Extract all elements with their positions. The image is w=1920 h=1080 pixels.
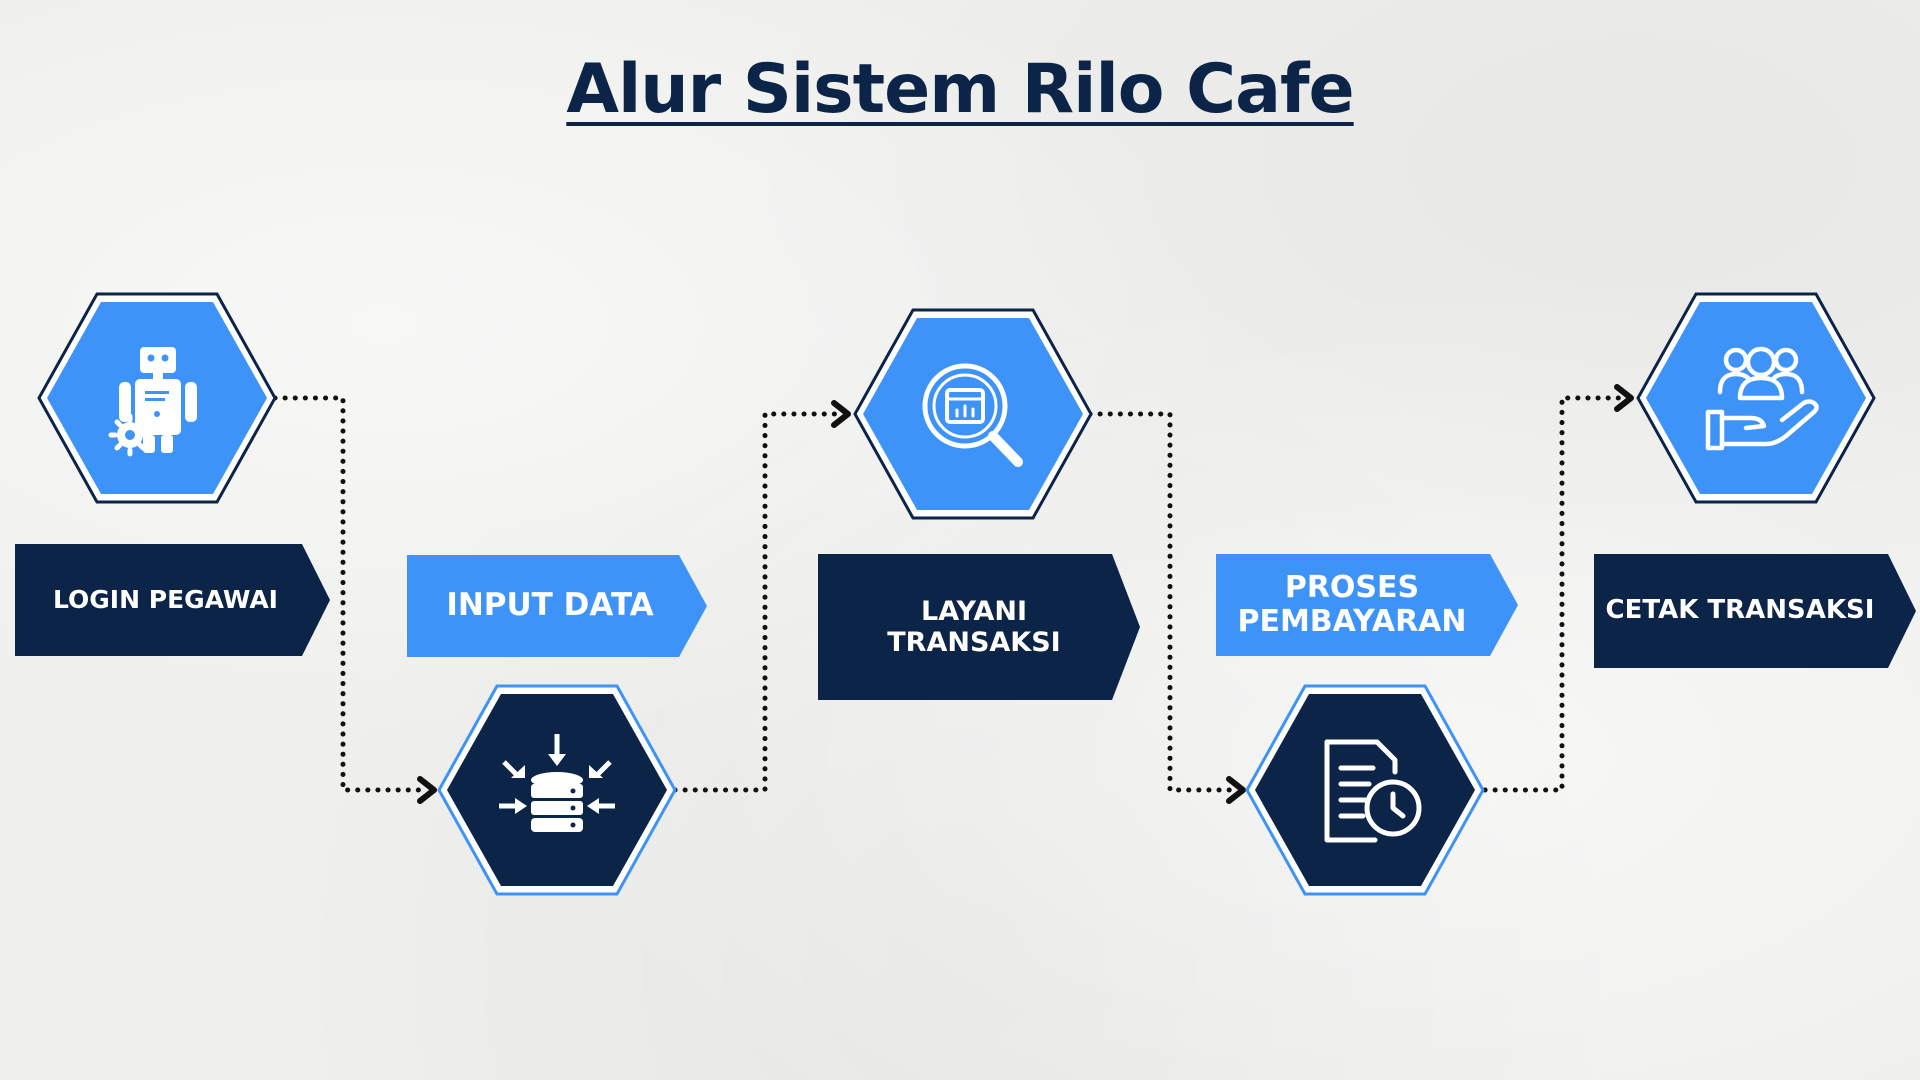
step-label-proses-pembayaran: PROSES PEMBAYARAN	[1216, 554, 1518, 656]
hex-input-data	[437, 684, 677, 896]
hex-proses-pembayaran	[1245, 684, 1485, 896]
arrow-head-layani	[831, 400, 851, 428]
step-label-layani-transaksi: LAYANI TRANSAKSI	[818, 554, 1140, 700]
customer-hand-icon	[1705, 346, 1819, 451]
database-icon	[499, 734, 615, 832]
search-analytics-icon	[922, 363, 1023, 467]
document-clock-icon	[1324, 739, 1422, 843]
arrow-head-input	[417, 776, 437, 804]
hex-login-pegawai	[37, 292, 277, 504]
hex-cetak-transaksi	[1636, 292, 1876, 504]
hex-layani-transaksi	[853, 308, 1093, 520]
step-label-input-data: INPUT DATA	[407, 555, 707, 657]
page-title: Alur Sistem Rilo Cafe	[566, 50, 1354, 129]
step-label-login-pegawai: LOGIN PEGAWAI	[15, 544, 330, 656]
arrow-head-proses	[1226, 776, 1246, 804]
robot-icon	[108, 347, 197, 457]
arrow-head-cetak	[1614, 384, 1634, 412]
step-label-cetak-transaksi: CETAK TRANSAKSI	[1594, 554, 1916, 668]
